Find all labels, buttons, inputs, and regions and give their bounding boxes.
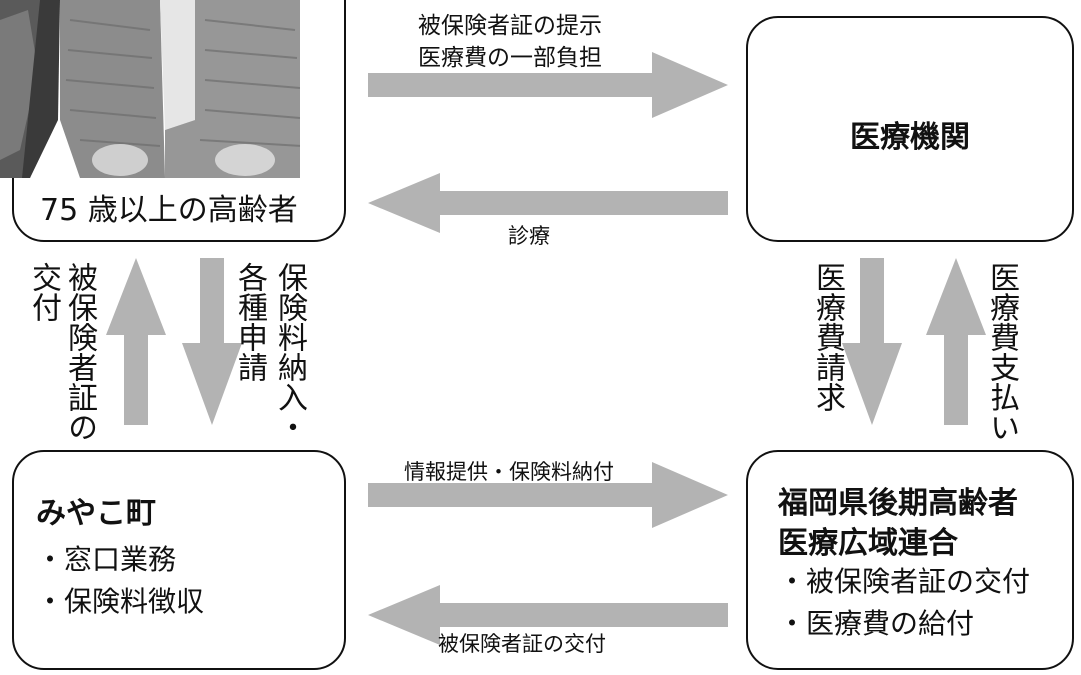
town-item: ・保険料徴収 [36,585,205,618]
arrow-union-to-medical [926,258,986,425]
arrow-label-town-to-union: 情報提供・保険料納付 [404,460,614,484]
arrow-town-to-elderly [106,258,166,425]
union-item: ・被保険者証の交付 [778,565,1031,598]
town-item: ・窓口業務 [36,543,177,576]
town-box [12,450,346,670]
vlabel-town-to-elderly-b: 交付 [26,262,61,322]
arrow-label-to-medical-1: 被保険者証の提示 [418,13,602,39]
arrow-elderly-to-medical [368,52,728,118]
arrow-label-shinryo: 診療 [508,224,550,248]
arrow-union-to-town [368,585,728,645]
medical-box [746,16,1074,242]
vlabel-medical-to-union: 医療費請求 [810,262,845,412]
arrow-label-to-medical-2: 医療費の一部負担 [418,45,602,71]
elderly-photo [0,0,320,178]
union-title-line2: 医療広域連合 [778,526,958,561]
union-title-line1: 福岡県後期高齢者 [778,486,1018,521]
vlabel-elderly-to-town-a: 保険料納入・ [272,262,307,442]
arrow-town-to-union [368,462,728,528]
arrow-medical-to-elderly [368,173,728,233]
arrow-medical-to-union [842,258,902,425]
union-item: ・医療費の給付 [778,607,975,640]
elderly-label: 75 歳以上の高齢者 [40,193,298,228]
vlabel-town-to-elderly-a: 被保険者証の [62,262,97,442]
vlabel-elderly-to-town-b: 各種申請 [232,262,267,382]
arrow-elderly-to-town [182,258,242,425]
medical-title: 医療機関 [850,120,970,155]
arrow-label-union-to-town: 被保険者証の交付 [438,632,606,656]
vlabel-union-to-medical: 医療費支払い [984,262,1019,442]
union-box [746,450,1074,670]
town-title: みやこ町 [36,496,156,531]
